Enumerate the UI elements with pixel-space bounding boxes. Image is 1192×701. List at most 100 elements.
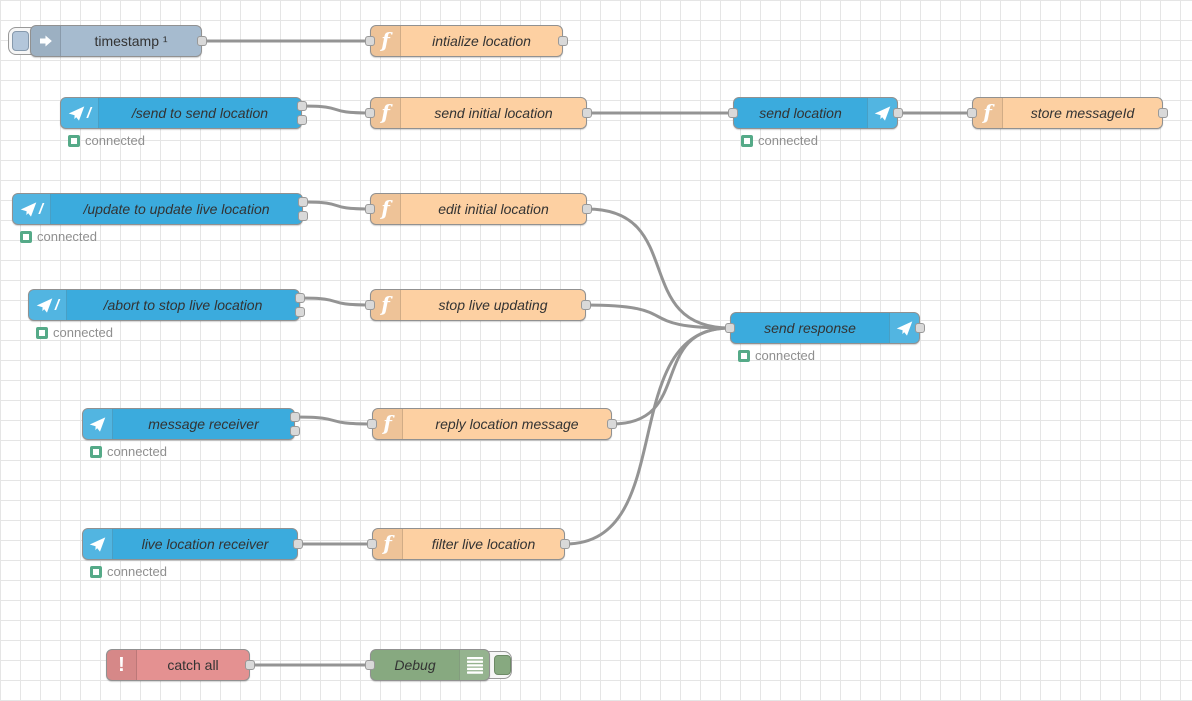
status-text: connected (107, 444, 167, 459)
wire-update_cmd-to-edit_initial[interactable] (302, 200, 371, 211)
port-input-debug1[interactable] (365, 660, 375, 670)
inject-button-face[interactable] (12, 31, 29, 51)
port-output-reply_location-0[interactable] (607, 419, 617, 429)
icon-box (83, 529, 113, 559)
status-text: connected (53, 325, 113, 340)
status-text: connected (85, 133, 145, 148)
port-output-abort_cmd-0[interactable] (295, 293, 305, 303)
port-output-init_location-0[interactable] (558, 36, 568, 46)
debug-list-icon (466, 656, 484, 674)
status-connected-icon (68, 134, 80, 147)
debug-toggle-face[interactable] (494, 655, 511, 675)
port-output-send_initial-0[interactable] (582, 108, 592, 118)
node-catch_all[interactable]: !catch all (106, 649, 250, 681)
node-update_cmd[interactable]: //update to update live location (12, 193, 303, 225)
exclamation-icon: ! (118, 654, 125, 676)
port-output-inject1-0[interactable] (197, 36, 207, 46)
port-output-stop_live-0[interactable] (581, 300, 591, 310)
port-input-store_msgid[interactable] (967, 108, 977, 118)
node-label: /send to send location (131, 105, 269, 121)
function-icon: f (983, 100, 992, 124)
telegram-plane-slash-icon: / (36, 297, 59, 314)
wire-reply_location-to-send_response[interactable] (611, 326, 731, 426)
wire-edit_initial-to-send_response[interactable] (586, 207, 731, 330)
wire-send_cmd-to-send_initial[interactable] (301, 104, 371, 115)
node-label: send response (764, 320, 856, 336)
function-icon: f (383, 411, 392, 435)
icon-box: f (373, 409, 403, 439)
status-text: connected (37, 229, 97, 244)
status-connected-icon (90, 565, 102, 578)
node-send_response[interactable]: send response (730, 312, 920, 344)
port-output-msg_receiver-0[interactable] (290, 412, 300, 422)
port-input-send_response[interactable] (725, 323, 735, 333)
node-label: /abort to stop live location (103, 297, 263, 313)
wire-filter_live-to-send_response[interactable] (564, 326, 731, 546)
port-input-send_initial[interactable] (365, 108, 375, 118)
node-send_location[interactable]: send location (733, 97, 898, 129)
wire-stop_live-to-send_response[interactable] (585, 303, 731, 330)
function-icon: f (383, 531, 392, 555)
telegram-plane-slash-icon: / (68, 105, 91, 122)
port-output-update_cmd-1[interactable] (298, 211, 308, 221)
icon-box: ! (107, 650, 137, 680)
node-msg_receiver[interactable]: message receiver (82, 408, 295, 440)
telegram-plane-icon (896, 320, 913, 337)
function-icon: f (381, 28, 390, 52)
icon-box (459, 650, 489, 680)
telegram-plane-slash-icon: / (20, 201, 43, 218)
status-text: connected (755, 348, 815, 363)
port-output-edit_initial-0[interactable] (582, 204, 592, 214)
port-input-init_location[interactable] (365, 36, 375, 46)
port-input-send_location[interactable] (728, 108, 738, 118)
port-output-update_cmd-0[interactable] (298, 197, 308, 207)
node-label: timestamp ¹ (94, 33, 168, 49)
port-output-store_msgid-0[interactable] (1158, 108, 1168, 118)
status-connected-icon (90, 445, 102, 458)
node-label: edit initial location (438, 201, 549, 217)
node-inject1[interactable]: timestamp ¹ (30, 25, 202, 57)
port-output-filter_live-0[interactable] (560, 539, 570, 549)
node-status-send_location: connected (741, 133, 818, 148)
node-edit_initial[interactable]: f edit initial location (370, 193, 587, 225)
port-input-stop_live[interactable] (365, 300, 375, 310)
node-debug1[interactable]: Debug (370, 649, 490, 681)
icon-box: f (371, 194, 401, 224)
node-status-abort_cmd: connected (36, 325, 113, 340)
icon-box: / (29, 290, 67, 320)
icon-box: f (371, 26, 401, 56)
port-output-send_cmd-1[interactable] (297, 115, 307, 125)
icon-box (31, 26, 61, 56)
node-status-send_response: connected (738, 348, 815, 363)
wire-msg_receiver-to-reply_location[interactable] (294, 415, 373, 426)
port-input-reply_location[interactable] (367, 419, 377, 429)
node-label: send location (759, 105, 842, 121)
port-input-filter_live[interactable] (367, 539, 377, 549)
node-status-live_receiver: connected (90, 564, 167, 579)
port-output-abort_cmd-1[interactable] (295, 307, 305, 317)
node-live_receiver[interactable]: live location receiver (82, 528, 298, 560)
port-output-catch_all-0[interactable] (245, 660, 255, 670)
wire-abort_cmd-to-stop_live[interactable] (299, 296, 371, 307)
status-connected-icon (738, 349, 750, 362)
icon-box (83, 409, 113, 439)
icon-box: f (371, 98, 401, 128)
port-input-edit_initial[interactable] (365, 204, 375, 214)
node-status-send_cmd: connected (68, 133, 145, 148)
port-output-live_receiver-0[interactable] (293, 539, 303, 549)
node-status-msg_receiver: connected (90, 444, 167, 459)
port-output-send_response-0[interactable] (915, 323, 925, 333)
port-output-send_location-0[interactable] (893, 108, 903, 118)
function-icon: f (381, 196, 390, 220)
port-output-send_cmd-0[interactable] (297, 101, 307, 111)
port-output-msg_receiver-1[interactable] (290, 426, 300, 436)
node-send_cmd[interactable]: / /send to send location (60, 97, 302, 129)
node-abort_cmd[interactable]: / /abort to stop live location (28, 289, 300, 321)
